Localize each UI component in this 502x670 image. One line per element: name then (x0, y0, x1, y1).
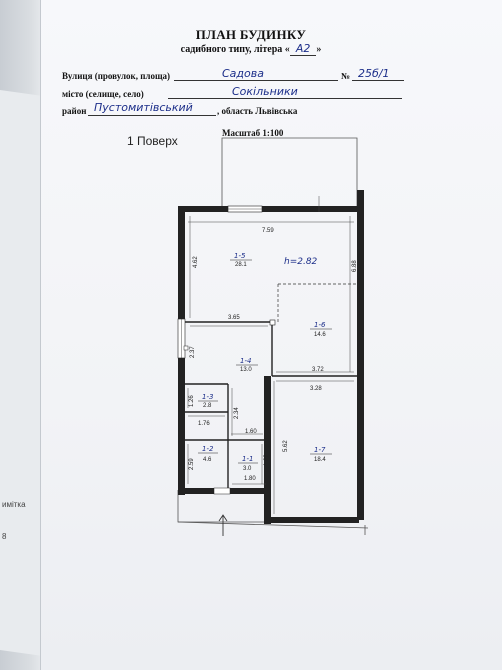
room-area: 14.6 (314, 332, 326, 338)
district-label: район (62, 106, 87, 116)
underlying-sheet-number: 8 (2, 532, 7, 541)
room-number: 1-1 (242, 455, 253, 463)
interior-walls (185, 321, 360, 488)
dim-bath-height: 1.26 (189, 395, 195, 407)
room-area: 2.8 (203, 403, 212, 409)
street-value: Садова (222, 67, 264, 80)
number-value: 25б/1 (358, 67, 390, 80)
subtitle-suffix: » (316, 44, 322, 55)
city-underline (168, 98, 402, 99)
street-underline (174, 80, 338, 81)
district-underline (88, 115, 216, 116)
dim-small-height: 2.59 (189, 458, 195, 470)
dim-right-room-height: 5.62 (283, 440, 289, 452)
entry-door (213, 487, 231, 495)
dim-right-room-width: 3.28 (310, 386, 322, 392)
room-area: 13.0 (240, 367, 252, 373)
document-page (40, 0, 502, 670)
city-label: місто (селище, село) (62, 89, 144, 99)
room-number: 1-6 (314, 321, 326, 329)
room-area: 3.0 (243, 466, 252, 472)
dim-closet-height: 2.34 (234, 407, 240, 419)
room-area: 4.6 (203, 457, 212, 463)
dim-top: 7.59 (262, 228, 274, 234)
height-note: h=2.82 (284, 257, 318, 267)
dim-left-mid: 2.37 (190, 346, 196, 358)
room-number: 1-4 (240, 357, 251, 365)
dim-mid-horizontal: 3.65 (228, 315, 240, 321)
dim-right-mid: 3.72 (312, 367, 324, 373)
number-label: № (341, 71, 351, 81)
site-outline (177, 137, 369, 535)
dim-right-top: 6.88 (352, 260, 358, 272)
street-label: Вулиця (провулок, площа) (62, 71, 171, 81)
subtitle-prefix: садибного типу, літера « (180, 44, 290, 55)
room-number: 1-7 (314, 446, 326, 454)
dim-hall-width: 1.60 (245, 429, 257, 435)
room-label-1-7: 1-7 18.4 (310, 446, 332, 463)
room-label-1-5: 1-5 28.1 (230, 252, 252, 268)
city-value: Сокільники (232, 85, 298, 98)
underlying-sheet-text: имітка (2, 500, 26, 509)
building-letter: А2 (289, 42, 317, 56)
room-label-1-4: 1-4 13.0 (236, 357, 258, 373)
dim-left-top: 4.62 (193, 256, 199, 268)
scale-label: Масштаб 1:100 (222, 128, 284, 138)
room-number: 1-2 (202, 445, 214, 453)
floor-label: 1 Поверх (127, 134, 178, 148)
exterior-walls (178, 190, 364, 524)
room-label-1-1: 1-1 3.0 (238, 455, 258, 472)
room-label-1-3: 1-3 2.8 (198, 393, 218, 409)
room-area: 28.1 (235, 262, 247, 268)
entrance-arrow-icon (218, 514, 228, 536)
room-area: 18.4 (314, 457, 326, 463)
dim-wc-height: 1.69 (264, 454, 270, 466)
room-number: 1-3 (202, 393, 213, 401)
region-text: , область Львівська (217, 106, 298, 116)
document-title: ПЛАН БУДИНКУ (195, 27, 307, 42)
room-label-1-6: 1-6 14.6 (310, 321, 332, 338)
room-label-1-2: 1-2 4.6 (198, 445, 218, 463)
dimension-lines (187, 196, 354, 514)
dim-bottom: 1.80 (244, 476, 256, 482)
number-underline (352, 80, 404, 81)
district-value: Пустомитівський (94, 101, 193, 114)
dim-bath-width: 1.76 (198, 421, 210, 427)
room-number: 1-5 (234, 252, 246, 260)
document-subtitle: садибного типу, літера «А2» (0, 42, 502, 56)
